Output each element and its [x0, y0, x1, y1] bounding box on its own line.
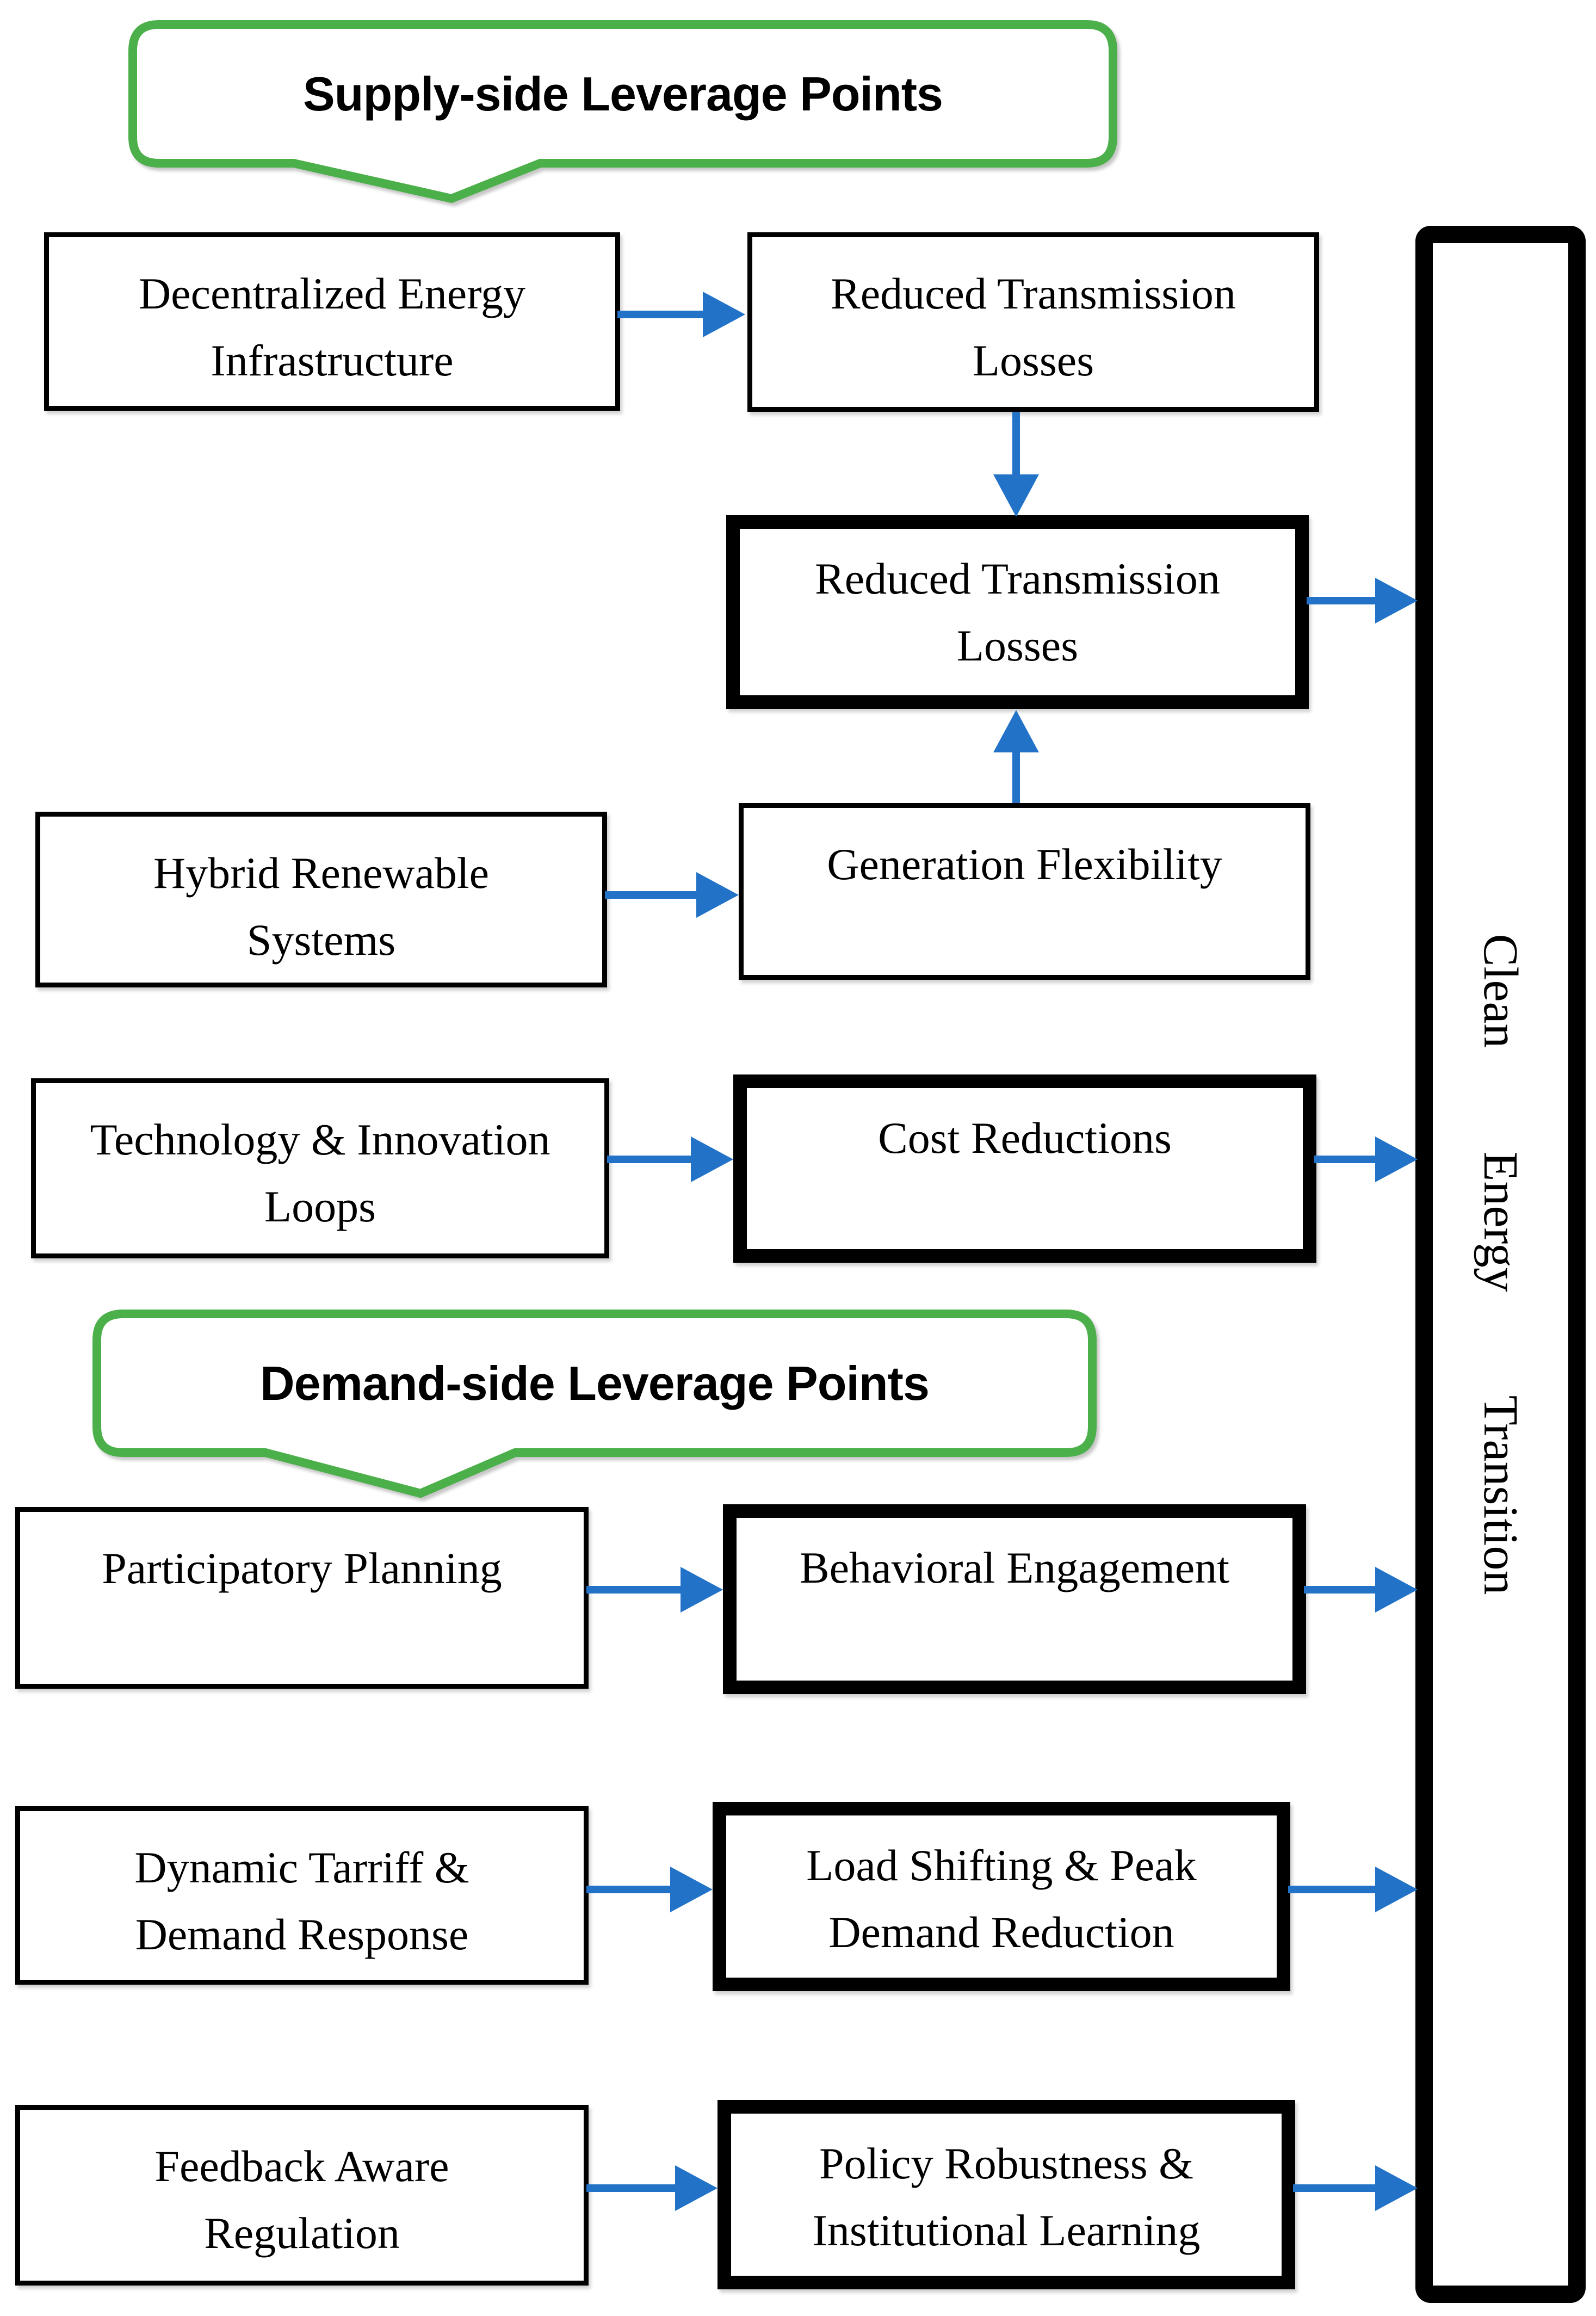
arrow-dynamic-tariff-to-load-shifting	[586, 1867, 713, 1912]
clean-energy-transition-label: Clean Energy Transition	[1457, 258, 1544, 2271]
arrow-load-shifting-to-bar	[1288, 1867, 1418, 1912]
arrow-participatory-to-behavioral	[586, 1567, 723, 1613]
arrow-technology-to-cost-reductions	[607, 1137, 733, 1182]
node-dynamic-tariff-demand-response: Dynamic Tarriff & Demand Response	[15, 1806, 589, 1985]
node-technology-innovation-loops: Technology & Innovation Loops	[31, 1078, 609, 1258]
node-reduced-transmission-losses-top: Reduced Transmission Losses	[747, 232, 1319, 412]
node-load-shifting-peak-demand: Load Shifting & Peak Demand Reduction	[713, 1802, 1290, 1991]
node-policy-robustness-institutional-learning: Policy Robustness & Institutional Learni…	[717, 2100, 1295, 2289]
bar-word-energy: Energy	[1474, 1151, 1527, 1292]
demand-callout-title: Demand-side Leverage Points	[260, 1356, 930, 1410]
arrow-hybrid-to-generation-flexibility	[605, 872, 739, 918]
clean-energy-transition-bar: Clean Energy Transition	[1415, 226, 1586, 2303]
node-decentralized-energy-infrastructure: Decentralized Energy Infrastructure	[44, 232, 620, 411]
bar-word-clean: Clean	[1474, 934, 1527, 1048]
node-reduced-transmission-losses-key: Reduced Transmission Losses	[726, 515, 1309, 709]
node-generation-flexibility: Generation Flexibility	[739, 803, 1310, 980]
arrow-reduced-losses-to-bar	[1307, 578, 1418, 623]
supply-callout-title: Supply-side Leverage Points	[303, 66, 943, 121]
arrow-feedback-to-policy	[586, 2165, 717, 2211]
demand-callout-bubble	[92, 1310, 1097, 1498]
node-behavioral-engagement: Behavioral Engagement	[723, 1504, 1306, 1694]
arrow-reduced-losses-down-to-key	[993, 412, 1039, 517]
supply-callout-bubble	[128, 20, 1117, 203]
arrow-decentralized-to-reduced-losses	[617, 292, 745, 337]
arrow-behavioral-to-bar	[1304, 1567, 1418, 1613]
node-participatory-planning: Participatory Planning	[15, 1507, 589, 1689]
arrow-policy-to-bar	[1293, 2165, 1418, 2211]
bar-word-transition: Transition	[1474, 1395, 1527, 1595]
node-hybrid-renewable-systems: Hybrid Renewable Systems	[35, 812, 607, 987]
node-feedback-aware-regulation: Feedback Aware Regulation	[15, 2105, 589, 2286]
arrow-cost-reductions-to-bar	[1314, 1137, 1418, 1182]
arrow-generation-flexibility-up-to-key	[993, 710, 1039, 803]
node-cost-reductions: Cost Reductions	[733, 1074, 1316, 1263]
